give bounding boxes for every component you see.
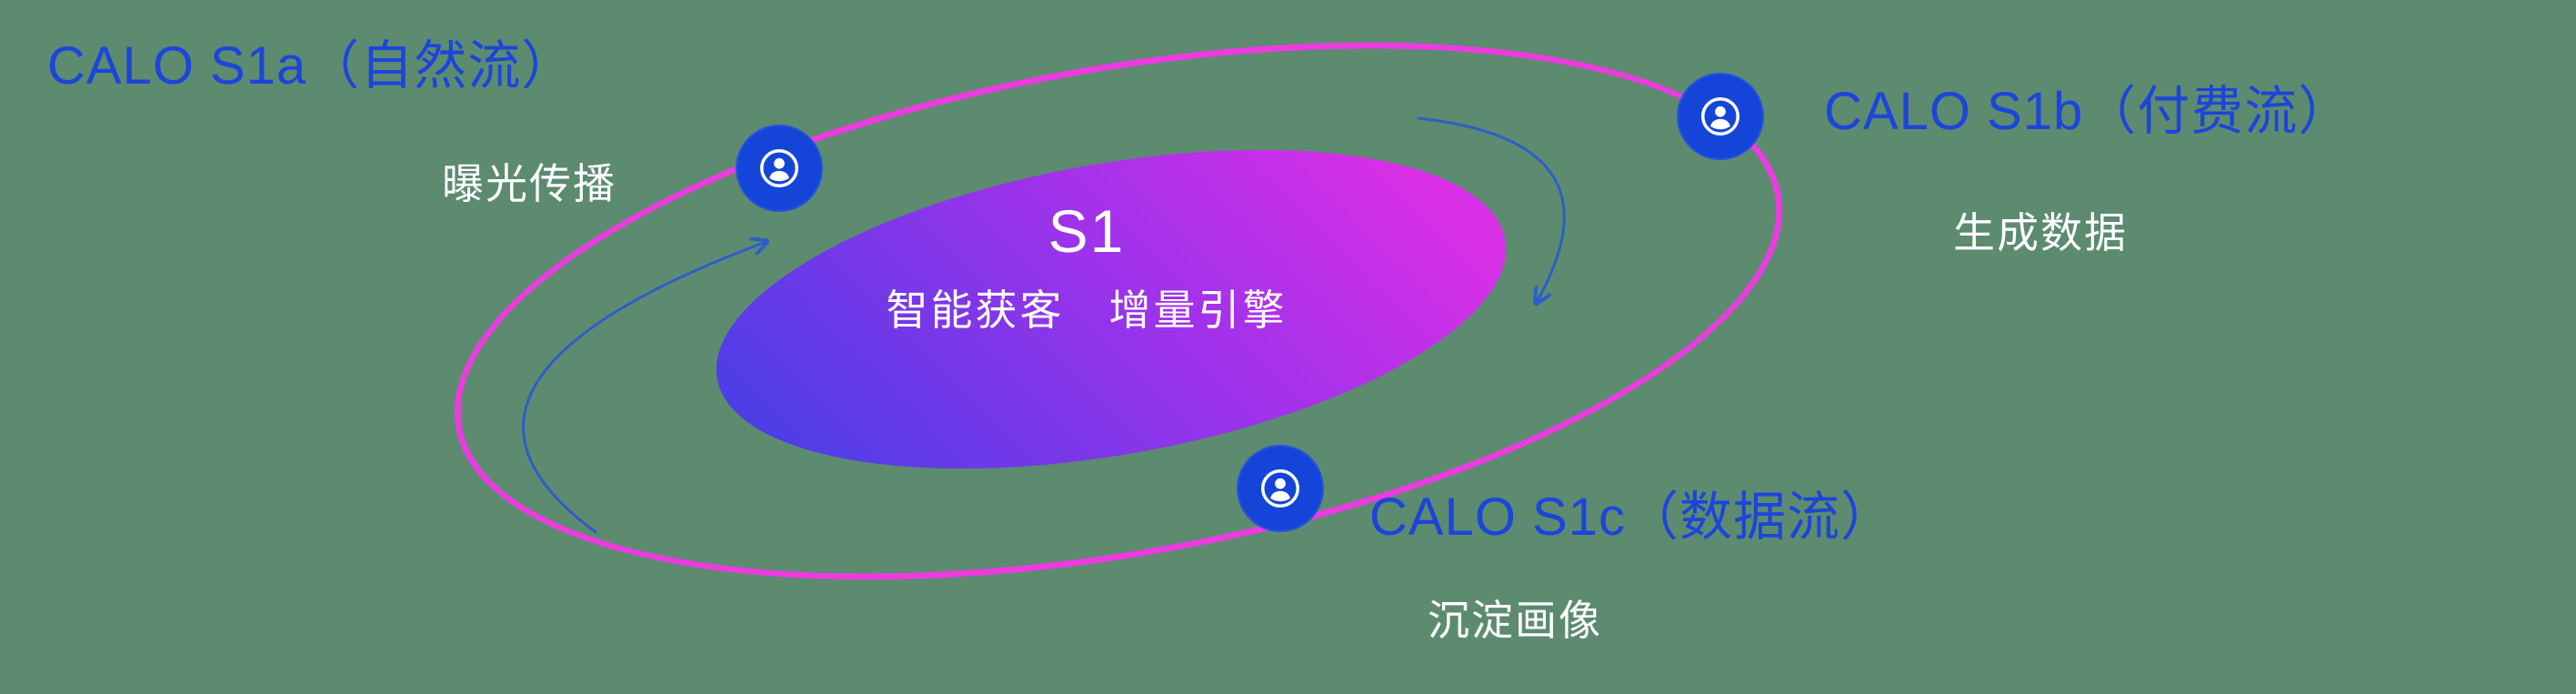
label-s1c: CALO S1c（数据流） <box>1369 488 1894 547</box>
node-s1a <box>736 125 823 212</box>
node-s1c <box>1237 445 1324 532</box>
user-in-circle-icon <box>1701 97 1739 136</box>
sublabel-s1b: 生成数据 <box>1953 209 2128 256</box>
sublabel-s1a: 曝光传播 <box>442 160 616 207</box>
user-in-circle-icon <box>760 149 798 187</box>
user-in-circle-icon <box>1261 469 1299 508</box>
label-s1a: CALO S1a（自然流） <box>47 36 576 96</box>
node-s1b <box>1677 73 1764 160</box>
core-text-block: S1 智能获客 增量引擎 <box>814 198 1359 337</box>
sublabel-s1c: 沉淀画像 <box>1428 597 1602 644</box>
label-s1b: CALO S1b（付费流） <box>1824 82 2352 141</box>
core-title: S1 <box>1047 197 1126 265</box>
core-subtitle: 智能获客 增量引擎 <box>886 286 1288 334</box>
